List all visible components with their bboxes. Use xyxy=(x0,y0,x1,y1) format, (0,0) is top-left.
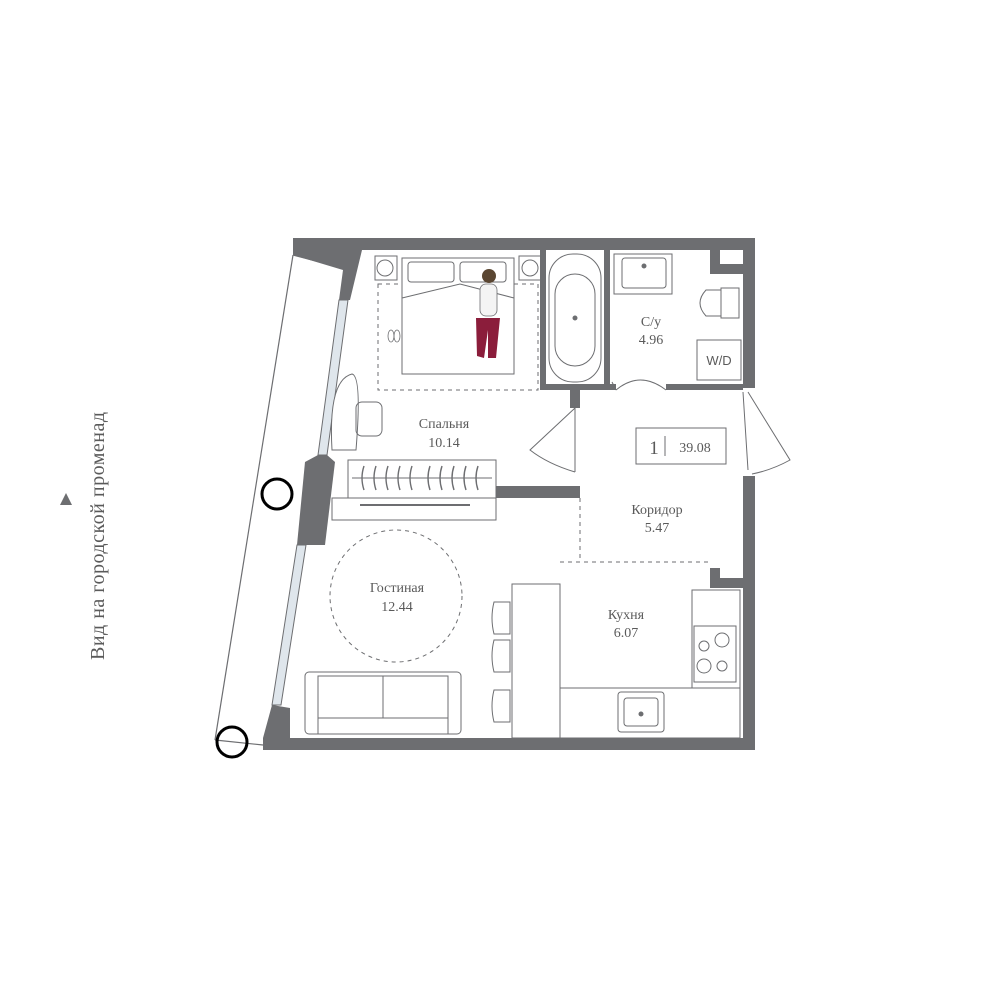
column-marker-upper xyxy=(260,477,294,511)
bathtub xyxy=(548,253,602,383)
bar-counter xyxy=(491,583,561,739)
bathroom-name: С/у xyxy=(641,315,661,330)
bedroom-area: 10.14 xyxy=(428,436,460,451)
sofa xyxy=(304,671,462,735)
person-figure-icon xyxy=(476,269,500,358)
bedroom-name: Спальня xyxy=(419,417,470,432)
toilet xyxy=(699,287,740,319)
living-area: 12.44 xyxy=(381,600,413,615)
slippers-icon xyxy=(387,329,401,343)
room-labels: Спальня 10.14 С/у 4.96 Коридор 5.47 Гост… xyxy=(370,315,683,641)
window-glass-lower xyxy=(271,544,307,706)
bed xyxy=(374,255,542,375)
bathroom-area: 4.96 xyxy=(639,333,664,348)
living-zone xyxy=(329,529,463,663)
apartment-badge: 1 39.08 xyxy=(635,427,727,465)
view-arrow-icon xyxy=(60,493,72,505)
view-label: Вид на городской променад xyxy=(87,412,109,661)
doors xyxy=(529,379,791,475)
kitchen-area: 6.07 xyxy=(614,626,639,641)
nightstand-right xyxy=(521,259,539,277)
living-name: Гостиная xyxy=(370,581,425,596)
washer-dryer-label: W/D xyxy=(706,353,731,368)
kitchen-sink xyxy=(617,691,665,733)
nightstand-left xyxy=(376,259,394,277)
corridor-name: Коридор xyxy=(631,503,682,518)
column-marker-lower xyxy=(215,725,249,759)
washer-dryer: W/D xyxy=(696,339,742,381)
bathroom-sink xyxy=(613,253,673,295)
corridor-area: 5.47 xyxy=(645,521,670,536)
view-direction: Вид на городской променад xyxy=(60,412,109,661)
desk-chair xyxy=(330,373,383,451)
kitchen-name: Кухня xyxy=(608,608,645,623)
badge-area: 39.08 xyxy=(679,441,711,456)
wardrobe xyxy=(331,459,497,521)
walls xyxy=(263,238,755,750)
kitchen-unit xyxy=(559,589,741,739)
badge-rooms: 1 xyxy=(649,438,659,459)
